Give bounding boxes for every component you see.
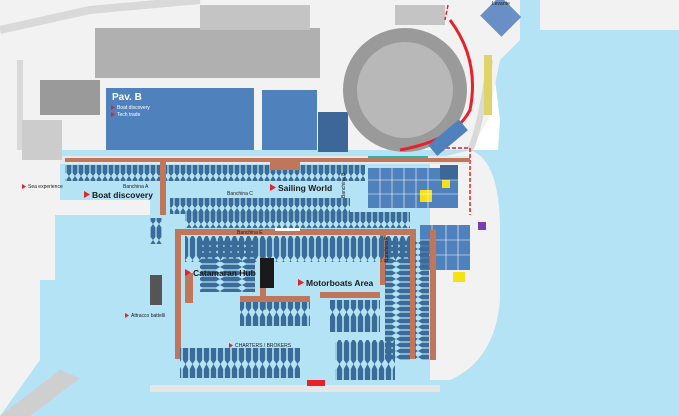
boats-row-middle <box>170 198 350 214</box>
pavilion-b <box>106 88 254 150</box>
marker-catamaran-hub <box>185 269 191 276</box>
yellow-stand-3 <box>442 180 450 188</box>
marker-sea-experience <box>22 184 26 189</box>
pier-white-segment <box>275 227 300 231</box>
banchina-a-label: Banchina A <box>123 184 149 190</box>
levante-label: Levante <box>492 1 510 7</box>
catamaran-hub-label: Catamaran Hub <box>193 268 256 278</box>
building-west <box>40 80 100 115</box>
yellow-stand-2 <box>453 272 465 282</box>
building-small-top <box>395 5 445 25</box>
land-southwest <box>0 280 40 416</box>
building-warehouse <box>95 28 320 78</box>
pavilion-b-sub1: Boat discovery <box>117 105 150 111</box>
motorboats-area-label: Motorboats Area <box>306 278 373 288</box>
building-warehouse-top <box>200 5 310 30</box>
sailing-world-label: Sailing World <box>278 183 332 193</box>
building-dark <box>318 112 348 152</box>
stadium-inner <box>357 42 453 138</box>
marker-pav-sub2 <box>111 112 115 117</box>
boats-row-upper <box>65 165 365 181</box>
sea-experience-label: Sea experience <box>28 184 63 190</box>
boats-pier-e-top <box>185 212 410 228</box>
marker-boat-discovery <box>84 191 90 198</box>
charters-brokers-label: CHARTERS / BROKERS <box>235 343 292 349</box>
red-route <box>440 4 471 215</box>
boats-catamaran <box>200 240 255 292</box>
boats-west-vertical <box>150 275 162 305</box>
land-top-right <box>540 0 679 30</box>
marker-pav-sub1 <box>111 105 115 110</box>
stands-diagonal <box>428 119 468 156</box>
yellow-stand-1 <box>420 190 432 202</box>
stadium-red-ring <box>399 19 474 152</box>
banchina-e-label: Banchina E <box>237 230 263 236</box>
levante-box <box>480 0 522 37</box>
building-pav-c <box>262 90 317 150</box>
attracco-battelli-label: Attracco battelli <box>131 313 165 319</box>
banchina-f-label: Banchina F <box>384 237 390 262</box>
boats-east-pier-g <box>415 240 429 360</box>
banchina-c-label: Banchina C <box>227 191 253 197</box>
seawall-yellow <box>484 55 492 115</box>
pavilion-b-sub2: Tech trade <box>117 112 141 118</box>
marker-sailing-world <box>270 184 276 191</box>
marker-motorboats-area <box>298 279 304 286</box>
purple-stand <box>478 222 486 230</box>
boats-motor-1 <box>240 302 310 326</box>
boats-catamaran-dark <box>260 258 274 288</box>
marker-charters-brokers <box>229 343 233 348</box>
breakwater-south <box>150 385 440 392</box>
building-west-lower <box>22 120 62 160</box>
boats-south-1 <box>180 348 300 378</box>
boats-row-west <box>150 218 162 244</box>
boats-south-2 <box>335 340 395 380</box>
pavilion-b-title: Pav. B <box>112 92 142 103</box>
banchina-b-label: Banchina B <box>341 172 347 198</box>
land-west <box>0 150 150 280</box>
breakwater-sw <box>0 370 80 416</box>
marker-attracco-battelli <box>125 313 129 318</box>
boat-discovery-label: Boat discovery <box>92 190 153 200</box>
boats-motor-2 <box>330 300 380 332</box>
pier-red-bridge <box>307 380 325 386</box>
road-north <box>0 0 201 34</box>
